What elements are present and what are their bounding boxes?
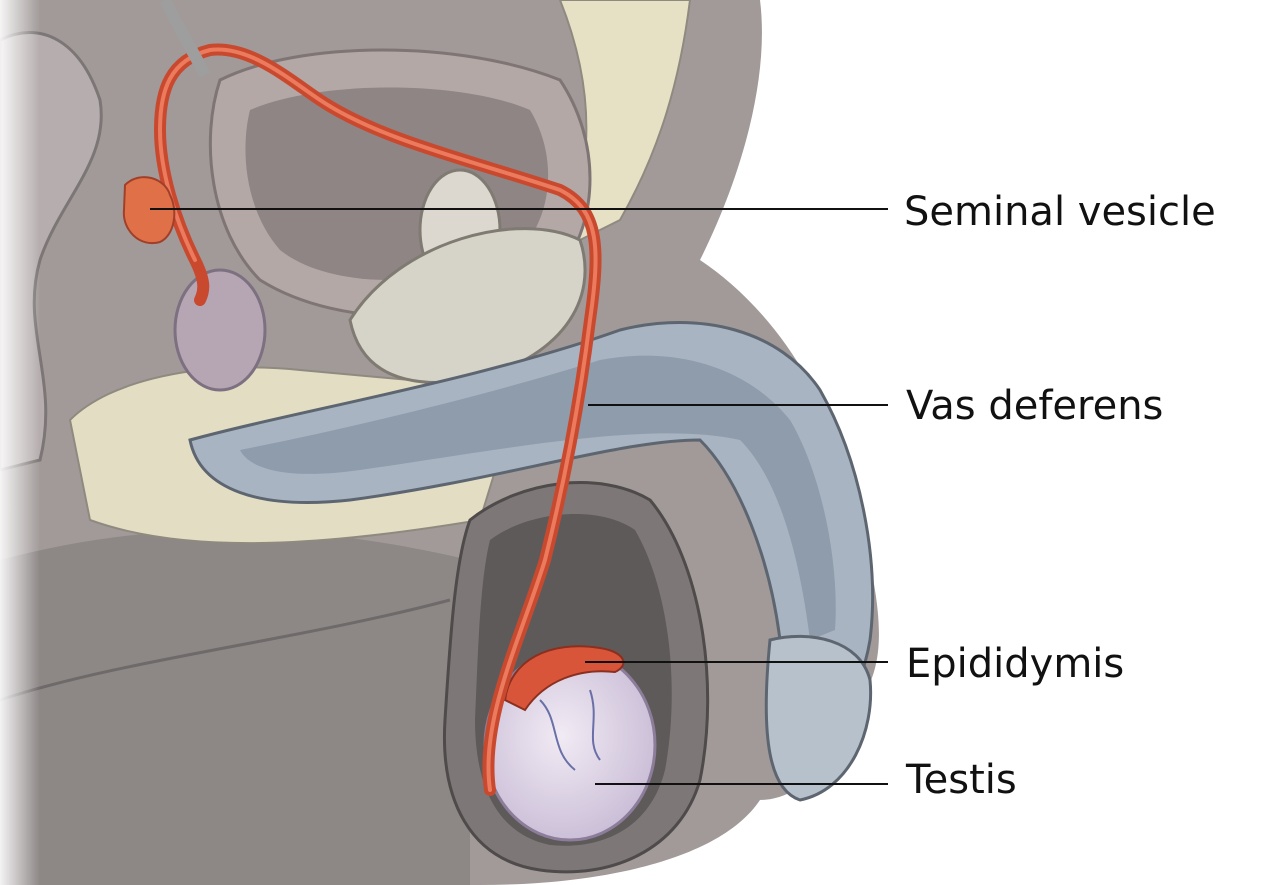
label-epididymis: Epididymis xyxy=(906,640,1124,688)
glans xyxy=(766,636,870,800)
seminal-vesicle-shape xyxy=(124,177,174,243)
label-seminal-vesicle: Seminal vesicle xyxy=(904,188,1216,236)
left-fade xyxy=(0,0,40,885)
thigh-shadow xyxy=(0,530,470,885)
label-testis: Testis xyxy=(906,756,1017,804)
label-vas-deferens: Vas deferens xyxy=(906,382,1163,430)
label-area-background xyxy=(885,0,1261,885)
prostate xyxy=(175,270,265,390)
